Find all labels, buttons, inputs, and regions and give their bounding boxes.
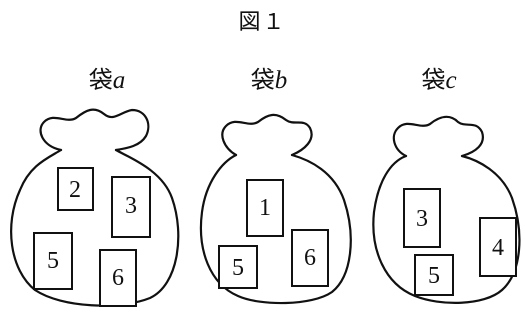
bag-c-card-5 — [414, 254, 454, 296]
bag-a: 2 3 5 6 — [10, 108, 180, 307]
bag-a-card-6 — [99, 249, 137, 307]
bag-c-prefix: 袋 — [421, 66, 446, 94]
bag-b-card-5-label: 5 — [232, 255, 244, 281]
bag-b-card-6 — [291, 229, 329, 287]
bag-c-knot — [392, 115, 484, 158]
bag-a-prefix: 袋 — [88, 66, 113, 94]
bag-b-card-5 — [218, 245, 258, 289]
bag-c-letter: c — [445, 67, 457, 94]
bag-c-card-5-label: 5 — [428, 263, 440, 289]
bag-a-knot — [39, 108, 150, 152]
bag-c-card-3-label: 3 — [416, 206, 428, 232]
bag-b-knot — [221, 113, 313, 157]
bag-a-card-5-label: 5 — [47, 248, 59, 274]
bag-a-card-3 — [111, 176, 151, 238]
bag-b-card-1 — [246, 179, 284, 237]
bag-c-card-3 — [403, 188, 441, 248]
bag-c-card-4 — [479, 217, 517, 277]
bag-a-card-2 — [57, 167, 94, 211]
bag-a-card-5 — [33, 232, 73, 290]
bag-a-card-6-label: 6 — [112, 265, 124, 291]
bag-c-label: 袋c — [379, 60, 499, 95]
bag-a-body — [10, 148, 180, 307]
figure-title: 図１ — [238, 10, 287, 35]
bag-c-card-4-label: 4 — [492, 235, 504, 261]
bag-b: 1 5 6 — [199, 113, 352, 305]
bag-b-label: 袋b — [209, 60, 329, 95]
bag-b-letter: b — [274, 67, 288, 94]
bag-a-letter: a — [112, 67, 126, 94]
bag-c: 3 5 4 — [372, 115, 521, 304]
bag-c-body — [372, 154, 521, 304]
bag-a-card-3-label: 3 — [125, 193, 137, 219]
bag-b-prefix: 袋 — [250, 66, 275, 94]
bag-b-card-1-label: 1 — [259, 195, 271, 221]
bag-b-body — [199, 153, 352, 305]
bag-b-card-6-label: 6 — [304, 245, 316, 271]
bag-a-card-2-label: 2 — [69, 177, 81, 203]
bag-a-label: 袋a — [47, 60, 167, 95]
